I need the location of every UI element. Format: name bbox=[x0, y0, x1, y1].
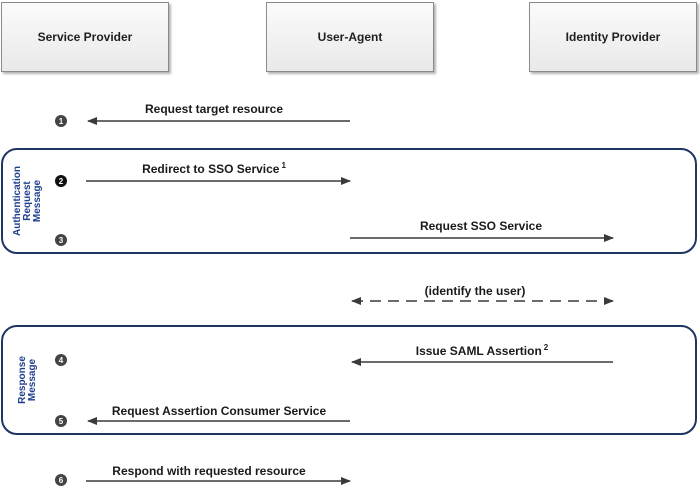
actor-label: User-Agent bbox=[317, 30, 383, 44]
message-label-step-6: Respond with requested resource bbox=[112, 464, 306, 478]
footnote-marker: 2 bbox=[543, 343, 549, 352]
group-response-message bbox=[1, 325, 697, 435]
step-number-2: 2 bbox=[55, 175, 67, 187]
message-label-step-5: Request Assertion Consumer Service bbox=[111, 404, 327, 418]
group-authentication-request bbox=[1, 148, 697, 254]
footnote-marker: 1 bbox=[281, 161, 286, 170]
actor-label: Identity Provider bbox=[565, 30, 661, 44]
message-label-identify-user: (identify the user) bbox=[424, 284, 526, 298]
step-number-6: 6 bbox=[55, 474, 67, 486]
actor-service-provider: Service Provider bbox=[1, 2, 169, 72]
actor-label: Service Provider bbox=[37, 30, 133, 44]
message-label-step-3: Request SSO Service bbox=[419, 219, 543, 233]
step-number-3: 3 bbox=[55, 234, 67, 246]
step-number-4: 4 bbox=[55, 354, 67, 366]
step-number-1: 1 bbox=[55, 115, 67, 127]
step-number-5: 5 bbox=[55, 415, 67, 427]
actor-identity-provider: Identity Provider bbox=[529, 2, 697, 72]
actor-user-agent: User-Agent bbox=[266, 2, 434, 72]
message-label-step-1: Request target resource bbox=[144, 102, 284, 116]
